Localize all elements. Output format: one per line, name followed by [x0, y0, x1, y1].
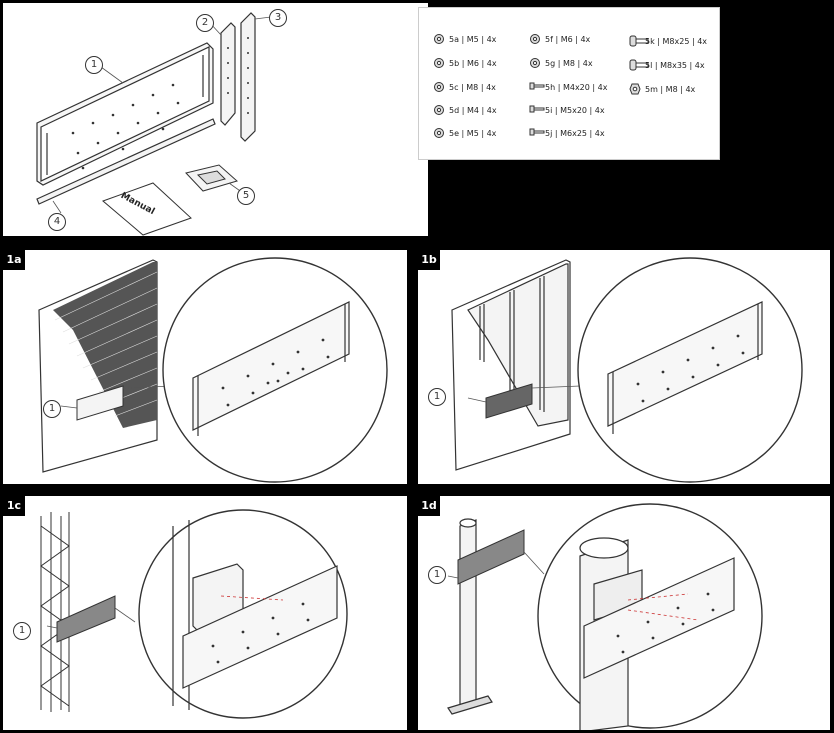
part-label-5l: 5l | M8x35 | 4x	[645, 61, 705, 70]
callout-4: 4	[48, 213, 66, 231]
wall-plate-detail	[192, 301, 350, 436]
step-tag-1c: 1c	[3, 496, 25, 516]
part-qty: 4x	[597, 83, 608, 92]
part-id: 5l	[645, 61, 653, 70]
part-label-5g: 5g | M8 | 4x	[545, 59, 593, 68]
part-id: 5m	[645, 85, 658, 94]
part-label-5e: 5e | M5 | 4x	[449, 129, 497, 138]
part-id: 5d	[449, 106, 460, 115]
part-qty: 4x	[697, 37, 708, 46]
callout-1: 1	[85, 56, 103, 74]
step-tag-1b: 1b	[418, 250, 440, 270]
step-1d-panel: 1d 1	[418, 496, 830, 730]
rod-illustration	[36, 118, 216, 205]
step-1a-drawing	[38, 257, 388, 483]
wall-plate-illustration	[36, 42, 214, 186]
step-1a-callout: 1	[43, 400, 61, 418]
part-qty: 4x	[486, 106, 497, 115]
part-label-5f: 5f | M6 | 4x	[545, 35, 591, 44]
part-spec: M6x25	[560, 129, 587, 138]
part-id: 5c	[449, 83, 459, 92]
part-label-5d: 5d | M4 | 4x	[449, 106, 497, 115]
callout-2: 2	[196, 14, 214, 32]
part-spec: M6	[466, 59, 479, 68]
step-1c-panel: 1c 1	[3, 496, 407, 730]
wall-plate-detail-holes	[616, 592, 715, 654]
step-tag-1a: 1a	[3, 250, 25, 270]
part-qty: 4x	[594, 106, 605, 115]
wall-plate-detail-holes	[211, 602, 310, 664]
stud-wall-illustration	[451, 259, 571, 471]
step-1a-panel: 1a 1	[3, 250, 407, 484]
part-id: 5k	[645, 37, 655, 46]
part-label-5h: 5h | M4x20 | 4x	[545, 83, 608, 92]
part-id: 5a	[449, 35, 459, 44]
wall-plate-small	[56, 595, 116, 643]
wall-plate-small	[457, 529, 525, 585]
part-spec: M6	[560, 35, 573, 44]
part-id: 5g	[545, 59, 556, 68]
part-spec: M4x20	[562, 83, 590, 92]
callout-3: 3	[269, 9, 287, 27]
part-spec: M5x20	[560, 106, 587, 115]
part-qty: 4x	[582, 59, 593, 68]
step-1b-drawing	[451, 257, 803, 483]
wall-plate-small	[485, 383, 533, 419]
part-spec: M8	[466, 83, 479, 92]
step-1b-panel: 1b 1	[418, 250, 830, 484]
part-qty: 4x	[685, 85, 696, 94]
part-qty: 4x	[580, 35, 591, 44]
part-label-5c: 5c | M8 | 4x	[449, 83, 496, 92]
wall-plate-holes	[71, 83, 180, 170]
part-id: 5i	[545, 106, 553, 115]
callout-5: 5	[237, 187, 255, 205]
wall-plate-detail-holes	[636, 334, 745, 403]
part-spec: M8x25	[662, 37, 690, 46]
part-label-5k: 5k | M8x25 | 4x	[645, 37, 708, 46]
manual-illustration	[102, 182, 192, 236]
overview-panel: 1 2 3 4 5 Manual	[3, 3, 428, 236]
part-label-5m: 5m | M8 | 4x	[645, 85, 696, 94]
part-spec: M8	[665, 85, 678, 94]
wall-plate-detail	[607, 301, 763, 434]
part-qty: 4x	[486, 35, 497, 44]
step-1d-callout: 1	[428, 566, 446, 584]
step-1c-callout: 1	[13, 622, 31, 640]
part-id: 5b	[449, 59, 460, 68]
part-qty: 4x	[486, 83, 496, 92]
step-tag-1d: 1d	[418, 496, 440, 516]
part-id: 5e	[449, 129, 460, 138]
step-1c-drawing	[40, 509, 348, 719]
part-label-5a: 5a | M5 | 4x	[449, 35, 497, 44]
part-qty: 4x	[694, 61, 705, 70]
wall-plate-detail	[182, 565, 338, 689]
truss-illustration	[40, 512, 70, 712]
part-label-5i: 5i | M5x20 | 4x	[545, 106, 605, 115]
part-id: 5f	[545, 35, 553, 44]
part-spec: M5	[466, 35, 479, 44]
part-spec: M4	[466, 106, 479, 115]
brick-wall-illustration	[38, 259, 158, 473]
part-id: 5j	[545, 129, 553, 138]
part-label-5b: 5b | M6 | 4x	[449, 59, 497, 68]
part-spec: M8x35	[660, 61, 687, 70]
wall-plate-detail	[583, 557, 735, 679]
wall-plate-small	[76, 385, 124, 421]
part-qty: 4x	[594, 129, 605, 138]
part-label-5j: 5j | M6x25 | 4x	[545, 129, 605, 138]
part-spec: M8	[562, 59, 575, 68]
parts-list-panel: 5a | M5 | 4x 5b | M6 | 4x 5c | M8 | 4x 5d |…	[418, 7, 720, 160]
overview-drawing	[36, 12, 272, 236]
part-spec: M5	[466, 129, 479, 138]
part-qty: 4x	[486, 129, 497, 138]
wall-plate-detail-holes	[221, 338, 330, 407]
part-id: 5h	[545, 83, 556, 92]
step-1d-drawing	[447, 503, 763, 730]
hardware-bag-illustration	[185, 164, 239, 192]
part-qty: 4x	[486, 59, 497, 68]
step-1b-callout: 1	[428, 388, 446, 406]
vertical-arms-illustration	[220, 12, 256, 142]
